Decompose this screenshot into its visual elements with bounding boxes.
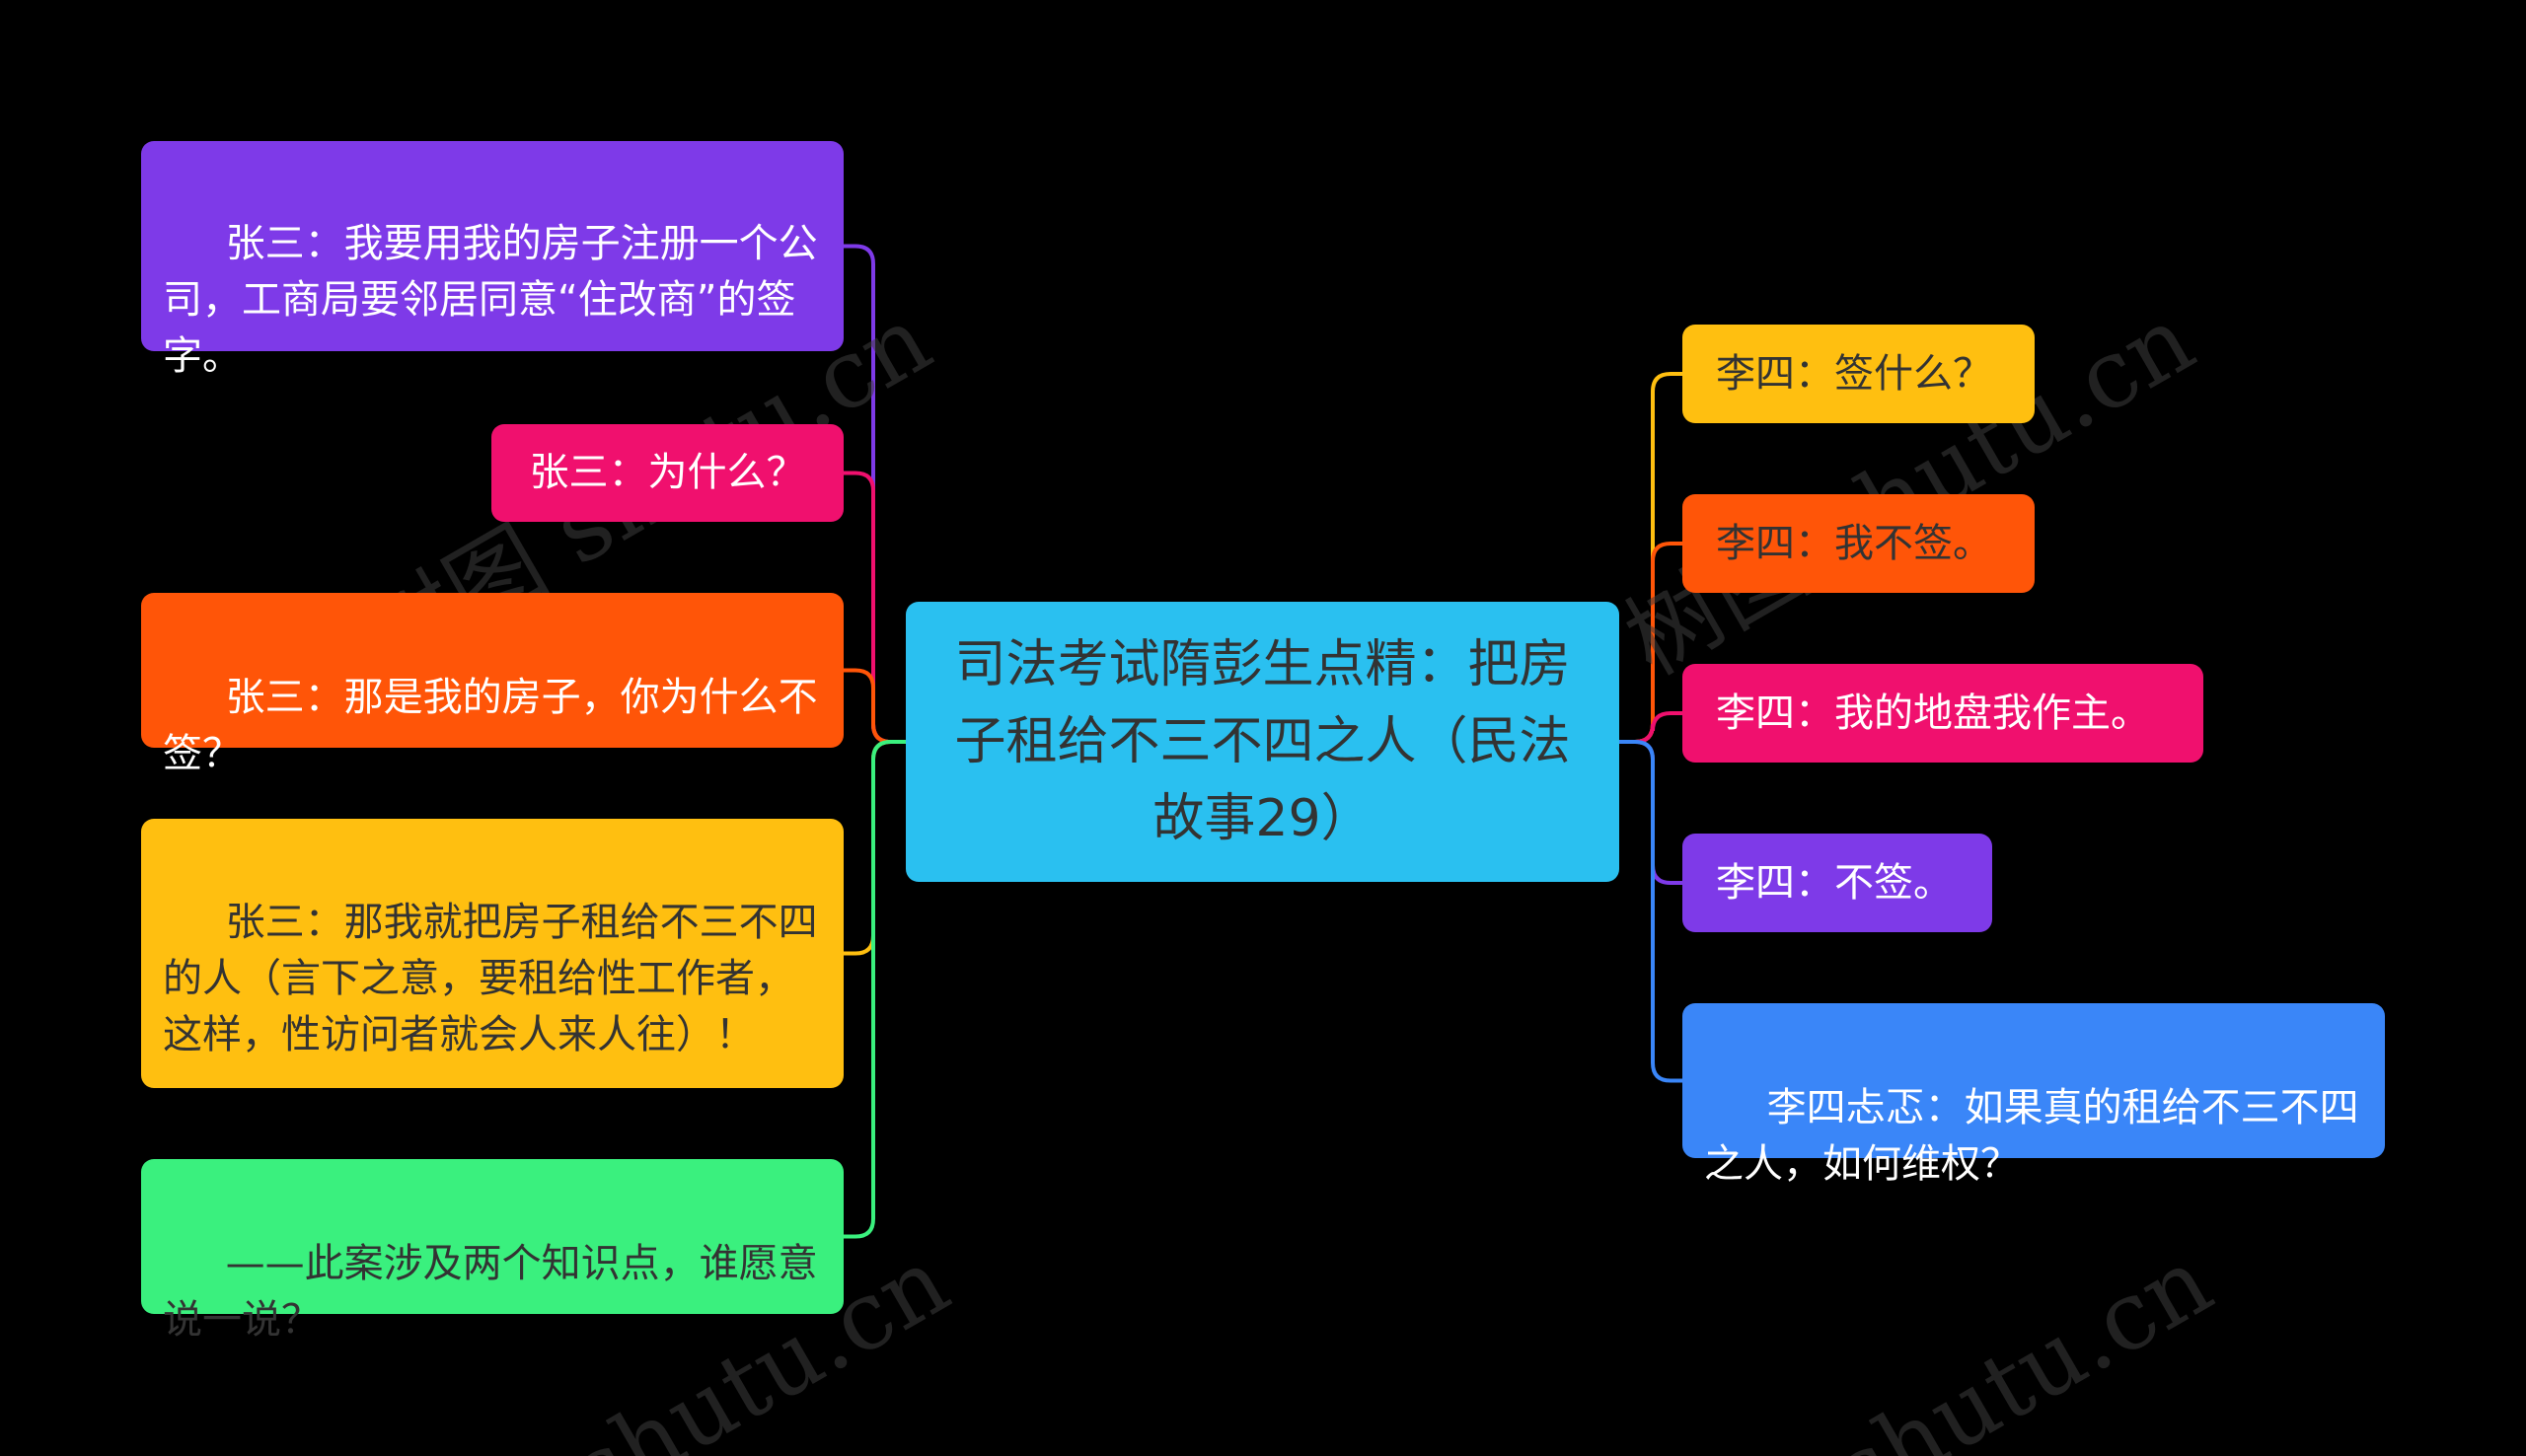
connector-line [1617, 740, 1684, 1083]
central-topic-text: 司法考试隋彭生点精：把房子租给不三不四之人（民法故事29） [954, 635, 1571, 848]
node-text: 张三：我要用我的房子注册一个公司，工商局要邻居同意“住改商”的签字。 [163, 221, 818, 379]
left-branch-node[interactable]: ——此案涉及两个知识点，谁愿意说一说？ [141, 1159, 844, 1343]
right-branch-node[interactable]: 李四忐忑：如果真的租给不三不四之人，如何维权？ [1682, 1003, 2385, 1187]
node-text: 张三：那是我的房子，你为什么不签？ [163, 675, 818, 776]
node-text: ——此案涉及两个知识点，谁愿意说一说？ [163, 1241, 818, 1343]
left-branch-node[interactable]: 张三：那是我的房子，你为什么不签？ [141, 593, 844, 776]
node-text: 张三：那我就把房子租给不三不四的人（言下之意，要租给性工作者，这样，性访问者就会… [163, 900, 818, 1057]
connector-line [842, 740, 908, 1239]
right-branch-node[interactable]: 李四：不签。 [1682, 834, 1992, 932]
left-branch-node[interactable]: 张三：我要用我的房子注册一个公司，工商局要邻居同意“住改商”的签字。 [141, 141, 844, 379]
node-text: 李四忐忑：如果真的租给不三不四之人，如何维权？ [1704, 1085, 2359, 1187]
right-branch-node[interactable]: 李四：签什么？ [1682, 325, 2035, 423]
left-branch-node[interactable]: 张三：那我就把房子租给不三不四的人（言下之意，要租给性工作者，这样，性访问者就会… [141, 819, 844, 1088]
node-text: 李四：签什么？ [1716, 350, 1992, 397]
node-text: 李四：我不签。 [1716, 520, 1992, 566]
central-topic[interactable]: 司法考试隋彭生点精：把房子租给不三不四之人（民法故事29） [906, 602, 1619, 882]
node-text: 张三：为什么？ [529, 450, 806, 495]
right-branch-node[interactable]: 李四：我不签。 [1682, 494, 2035, 593]
node-text: 李四：我的地盘我作主。 [1716, 690, 2150, 736]
left-branch-node[interactable]: 张三：为什么？ [491, 424, 844, 522]
right-branch-node[interactable]: 李四：我的地盘我作主。 [1682, 664, 2203, 763]
node-text: 李四：不签。 [1716, 859, 1953, 906]
